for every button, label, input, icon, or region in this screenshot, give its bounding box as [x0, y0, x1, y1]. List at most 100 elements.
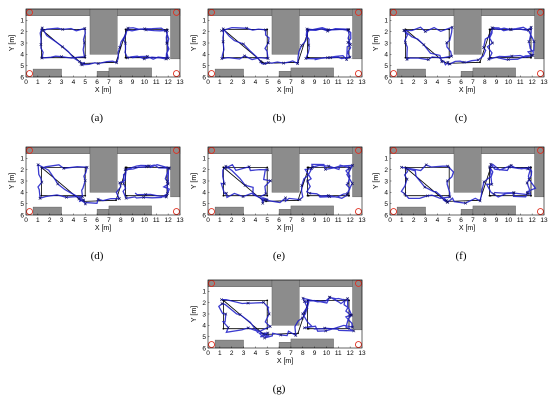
x-tick-label: 3 [60, 217, 64, 224]
wall-block [207, 8, 273, 17]
wall-block [108, 205, 152, 216]
trajectory-marker [309, 167, 313, 171]
wall-block [207, 146, 273, 155]
trajectory-marker [446, 164, 450, 168]
x-tick-label: 4 [254, 350, 258, 357]
wall-block [32, 206, 62, 216]
x-tick-label: 2 [230, 79, 234, 86]
trajectory-marker [144, 28, 148, 32]
trajectory-marker [491, 41, 495, 45]
trajectory-marker [450, 25, 454, 29]
y-tick-label: 4 [384, 52, 388, 59]
trajectory-marker [165, 41, 169, 45]
y-axis-label: Y [m] [373, 173, 380, 189]
y-tick-label: 1 [384, 18, 388, 25]
x-tick-label: 10 [505, 79, 513, 86]
trajectory-marker [266, 61, 270, 65]
trajectory-marker [77, 197, 81, 201]
x-tick-label: 11 [517, 79, 524, 86]
trajectory-marker [405, 57, 409, 61]
x-tick-label: 6 [277, 217, 281, 224]
trajectory-marker [266, 168, 270, 172]
x-tick-label: 0 [388, 217, 392, 224]
trajectory-marker [259, 60, 263, 64]
anchor-marker [354, 8, 362, 16]
reference-point [222, 327, 225, 330]
x-tick-label: 13 [176, 217, 184, 224]
trajectory-marker [490, 26, 494, 30]
trajectory-marker [82, 41, 86, 45]
trajectory-marker [423, 30, 427, 34]
trajectory-marker [261, 201, 265, 205]
trajectory-marker [124, 196, 128, 200]
y-axis-label: Y [m] [9, 35, 16, 51]
wall-block [214, 339, 244, 349]
x-tick-label: 11 [335, 350, 342, 357]
trajectory-marker [478, 199, 482, 203]
trajectory-marker [61, 27, 65, 31]
trajectory-marker [328, 195, 332, 199]
wall-block [352, 279, 363, 331]
x-tick-label: 5 [447, 217, 451, 224]
trajectory-marker [243, 54, 247, 58]
wall-block [25, 146, 91, 155]
y-tick-label: 2 [384, 29, 388, 36]
anchor-marker [536, 208, 544, 216]
trajectory-marker [343, 298, 347, 302]
x-tick-label: 1 [36, 217, 40, 224]
wall-block [25, 8, 91, 17]
trajectory-marker [224, 312, 228, 316]
x-tick-label: 13 [358, 217, 366, 224]
panel-caption: (f) [455, 250, 467, 262]
trajectory-marker [348, 55, 352, 59]
trajectory-marker [62, 166, 66, 170]
wall-block [89, 146, 118, 193]
trajectory-marker [526, 191, 530, 195]
trajectory-marker [41, 29, 45, 33]
trajectory-marker [61, 45, 65, 49]
trajectory-marker [238, 313, 242, 317]
trajectory-marker [226, 326, 230, 330]
estimated-trajectory [220, 163, 354, 204]
trajectory-marker [348, 166, 352, 170]
y-tick-label: 3 [20, 40, 24, 47]
trajectory-marker [529, 25, 533, 29]
trajectory-marker [40, 26, 44, 30]
trajectory-marker [462, 60, 466, 64]
trajectory-marker [142, 57, 146, 61]
y-tick-label: 5 [384, 201, 388, 208]
trajectory-marker [118, 181, 122, 185]
y-tick-label: 2 [384, 167, 388, 174]
anchor-marker [354, 70, 362, 78]
wall-block [396, 68, 426, 78]
trajectory-marker [349, 313, 353, 317]
trajectory-marker [284, 196, 288, 200]
trajectory-marker [482, 180, 486, 184]
x-tick-label: 3 [242, 79, 246, 86]
trajectory-marker [329, 56, 333, 60]
x-tick-label: 0 [206, 217, 210, 224]
x-tick-label: 9 [131, 217, 135, 224]
y-tick-label: 3 [202, 40, 206, 47]
x-tick-label: 3 [424, 217, 428, 224]
trajectory-marker [307, 43, 311, 47]
trajectory-marker [324, 329, 328, 333]
trajectory-marker [346, 182, 350, 186]
y-axis-label: Y [m] [373, 35, 380, 51]
x-axis-label: X [m] [459, 87, 475, 94]
trajectory-marker [490, 182, 494, 186]
anchor-marker [172, 70, 180, 78]
trajectory-marker [327, 164, 331, 168]
reference-point [222, 194, 225, 197]
wall-block [96, 209, 110, 216]
x-tick-label: 3 [424, 79, 428, 86]
trajectory-marker [422, 43, 426, 47]
reference-point [115, 199, 117, 202]
trajectory-marker [83, 202, 87, 206]
wall-block [108, 67, 152, 78]
trajectory-marker [145, 54, 149, 58]
trajectory-marker [326, 28, 330, 32]
y-tick-label: 4 [202, 323, 206, 330]
